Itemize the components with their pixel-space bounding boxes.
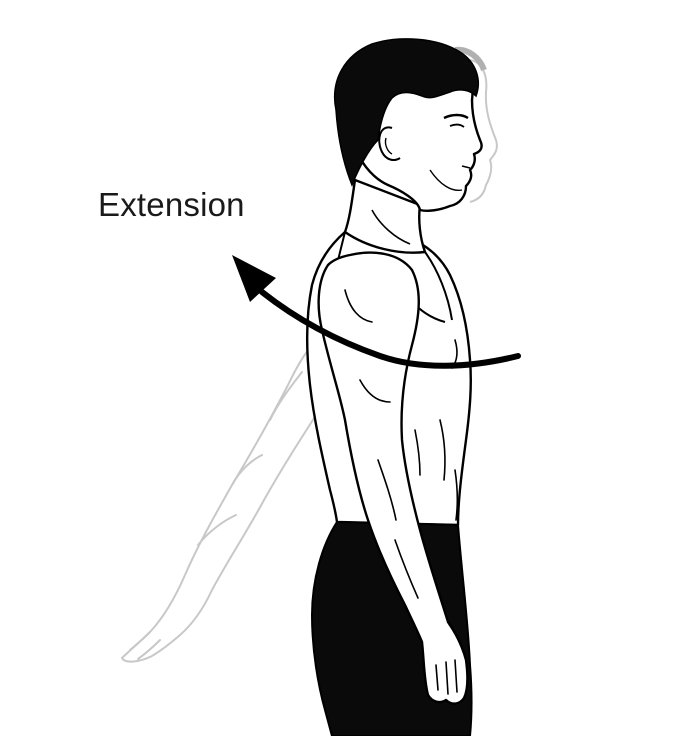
arm-details bbox=[344, 289, 458, 695]
extension-label: Extension bbox=[98, 186, 245, 223]
ear bbox=[378, 126, 401, 161]
neck bbox=[343, 178, 427, 254]
head bbox=[334, 38, 483, 212]
front-arm bbox=[317, 251, 469, 705]
ghost-head bbox=[454, 46, 498, 203]
ghost-arm bbox=[121, 329, 341, 663]
hair bbox=[334, 38, 480, 188]
curved-arrow-icon bbox=[232, 255, 521, 369]
